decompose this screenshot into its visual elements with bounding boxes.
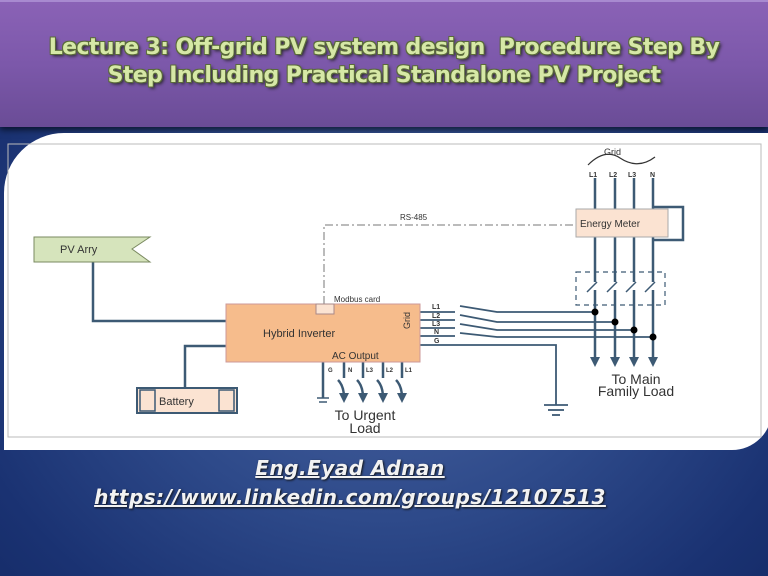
pv-wire xyxy=(91,262,226,323)
diagram-border xyxy=(7,143,762,438)
grid-bus xyxy=(586,178,685,367)
ac-output-wires xyxy=(317,362,407,403)
title-bar: Lecture 3: Off-grid PV system design Pro… xyxy=(0,0,768,127)
energy-meter: Energy Meter xyxy=(575,208,669,238)
inverter-label: Hybrid Inverter xyxy=(263,328,335,340)
grid-label: Grid xyxy=(604,147,621,157)
terminal-l1: L1 xyxy=(432,304,440,311)
ac-terminal-l1: L1 xyxy=(405,368,413,374)
breaker-box xyxy=(575,271,666,306)
grid-phase-labels: L1 L2 L3 N xyxy=(589,172,655,179)
grid-wave-icon xyxy=(587,153,656,166)
title-line-1: Lecture 3: Off-grid PV system design Pro… xyxy=(48,35,720,60)
phase-l2: L2 xyxy=(609,172,617,179)
terminal-l2: L2 xyxy=(432,313,440,320)
urgent-load-line-2: Load xyxy=(349,420,380,436)
slide-title: Lecture 3: Off-grid PV system design Pro… xyxy=(0,34,768,90)
grid-port-label: Grid xyxy=(402,312,412,329)
terminal-g: G xyxy=(434,338,440,345)
urgent-load-line-1: To Urgent xyxy=(335,407,396,423)
inverter-grid-wires xyxy=(420,305,653,416)
phase-l1: L1 xyxy=(589,172,597,179)
pv-array: PV Arry xyxy=(33,236,152,263)
linkedin-link[interactable]: https://www.linkedin.com/groups/12107513 xyxy=(94,485,606,509)
ac-terminal-labels: G N L3 L2 L1 xyxy=(328,368,413,374)
rs485-link xyxy=(323,224,576,304)
junction-dots xyxy=(591,308,657,341)
urgent-load-label: To Urgent Load xyxy=(335,407,396,436)
battery-wire xyxy=(183,344,226,388)
modbus-card-label: Modbus card xyxy=(334,295,380,304)
author-name: Eng.Eyad Adnan xyxy=(255,456,445,480)
battery-label: Battery xyxy=(159,396,194,408)
battery: Battery xyxy=(136,387,238,414)
phase-n: N xyxy=(650,172,655,179)
main-load-label: To Main Family Load xyxy=(598,371,674,399)
rs485-label: RS-485 xyxy=(400,213,428,222)
terminal-l3: L3 xyxy=(432,321,440,328)
footer: Eng.Eyad Adnan https://www.linkedin.com/… xyxy=(0,454,700,512)
ac-output-label: AC Output xyxy=(332,351,379,362)
ac-terminal-l2: L2 xyxy=(386,368,394,374)
terminal-n: N xyxy=(434,329,439,336)
ac-terminal-n: N xyxy=(348,368,352,374)
diagram-panel: PV Arry Hybrid Inverter AC Output Grid M… xyxy=(4,133,768,450)
title-line-2: Step Including Practical Standalone PV P… xyxy=(107,63,661,88)
inverter-grid-terminal-labels: L1 L2 L3 N G xyxy=(432,304,440,345)
phase-l3: L3 xyxy=(628,172,636,179)
hybrid-inverter: Hybrid Inverter AC Output Grid Modbus ca… xyxy=(225,295,421,363)
main-load-line-1: To Main xyxy=(611,371,660,387)
ac-terminal-l3: L3 xyxy=(366,368,374,374)
energy-meter-label: Energy Meter xyxy=(580,219,641,230)
ac-terminal-g: G xyxy=(328,368,333,374)
pv-array-label: PV Arry xyxy=(60,244,98,256)
main-load-line-2: Family Load xyxy=(598,383,674,399)
